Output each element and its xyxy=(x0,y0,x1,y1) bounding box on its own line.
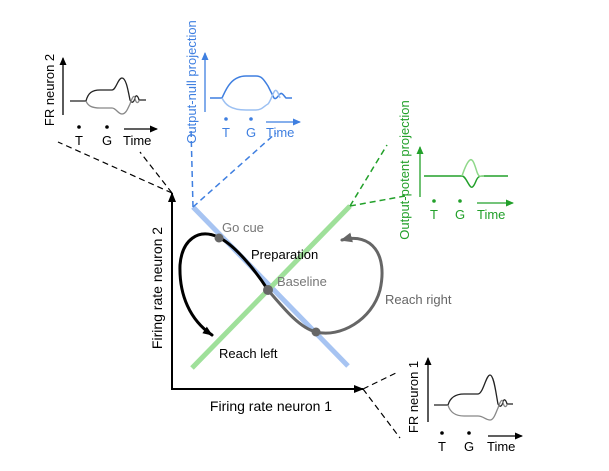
inset-neuron1-trace-dark xyxy=(434,374,513,407)
go-cue-point xyxy=(214,233,224,243)
reach-right-label: Reach right xyxy=(385,292,452,307)
inset-potent-trace-dark xyxy=(424,175,508,188)
inset-null-trace-dark xyxy=(210,75,292,100)
inset-neuron1-ylabel: FR neuron 1 xyxy=(406,361,421,433)
inset-output-null: Output-null projection T G Time xyxy=(184,20,301,144)
inset-potent-trace-light xyxy=(461,158,485,178)
inset-null-time-label: Time xyxy=(266,125,294,140)
neuron1-connector-lower xyxy=(362,388,401,439)
inset-potent-g-dot xyxy=(458,199,462,203)
inset-neuron2-time-label: Time xyxy=(123,133,151,148)
reach-right-point xyxy=(311,327,321,337)
potent-connector-upper xyxy=(349,144,388,207)
inset-neuron2-trace-dark xyxy=(70,77,146,103)
inset-neuron1: FR neuron 1 T G Time xyxy=(406,357,523,454)
inset-neuron1-g-dot xyxy=(467,431,471,435)
inset-potent-g-label: G xyxy=(455,207,465,222)
null-connector-left xyxy=(190,127,194,208)
inset-neuron2-trace-light xyxy=(85,95,140,115)
output-potent-title: Output-potent projection xyxy=(397,100,412,239)
null-connector-right xyxy=(192,132,277,208)
inset-potent-t-dot xyxy=(432,199,436,203)
inset-output-potent: Output-potent projection T G Time xyxy=(397,100,514,240)
neuron2-connector-right xyxy=(139,151,173,194)
inset-neuron1-g-label: G xyxy=(464,439,474,454)
inset-neuron2-g-dot xyxy=(105,125,109,129)
preparation-label: Preparation xyxy=(251,247,318,262)
main-axes: Firing rate neuron 1 Firing rate neuron … xyxy=(149,192,364,414)
inset-neuron2-g-label: G xyxy=(102,133,112,148)
inset-neuron1-trace-light xyxy=(447,399,508,421)
inset-neuron2-t-dot xyxy=(77,125,81,129)
inset-neuron2-ylabel: FR neuron 2 xyxy=(42,54,57,126)
reach-right-trajectory xyxy=(266,232,384,335)
inset-null-g-dot xyxy=(249,117,253,121)
reach-left-label: Reach left xyxy=(219,346,278,361)
baseline-label: Baseline xyxy=(277,274,327,289)
baseline-point xyxy=(263,285,273,295)
inset-null-trace-light xyxy=(221,89,281,111)
inset-neuron2: FR neuron 2 T G Time xyxy=(42,54,158,148)
inset-null-g-label: G xyxy=(246,125,256,140)
inset-neuron1-time-label: Time xyxy=(487,439,515,454)
x-axis-label: Firing rate neuron 1 xyxy=(210,398,332,414)
neuron1-connector-upper xyxy=(362,371,399,390)
output-null-title: Output-null projection xyxy=(184,20,199,144)
inset-null-t-label: T xyxy=(222,125,230,140)
inset-neuron2-t-label: T xyxy=(75,133,83,148)
reach-left-trajectory xyxy=(178,232,270,337)
y-axis-label: Firing rate neuron 2 xyxy=(149,227,165,349)
inset-null-t-dot xyxy=(224,117,228,121)
inset-neuron1-t-label: T xyxy=(438,439,446,454)
neuron2-connector-left xyxy=(57,141,173,194)
inset-neuron1-t-dot xyxy=(440,431,444,435)
go-cue-label: Go cue xyxy=(222,220,264,235)
inset-potent-t-label: T xyxy=(430,207,438,222)
inset-potent-time-label: Time xyxy=(477,207,505,222)
